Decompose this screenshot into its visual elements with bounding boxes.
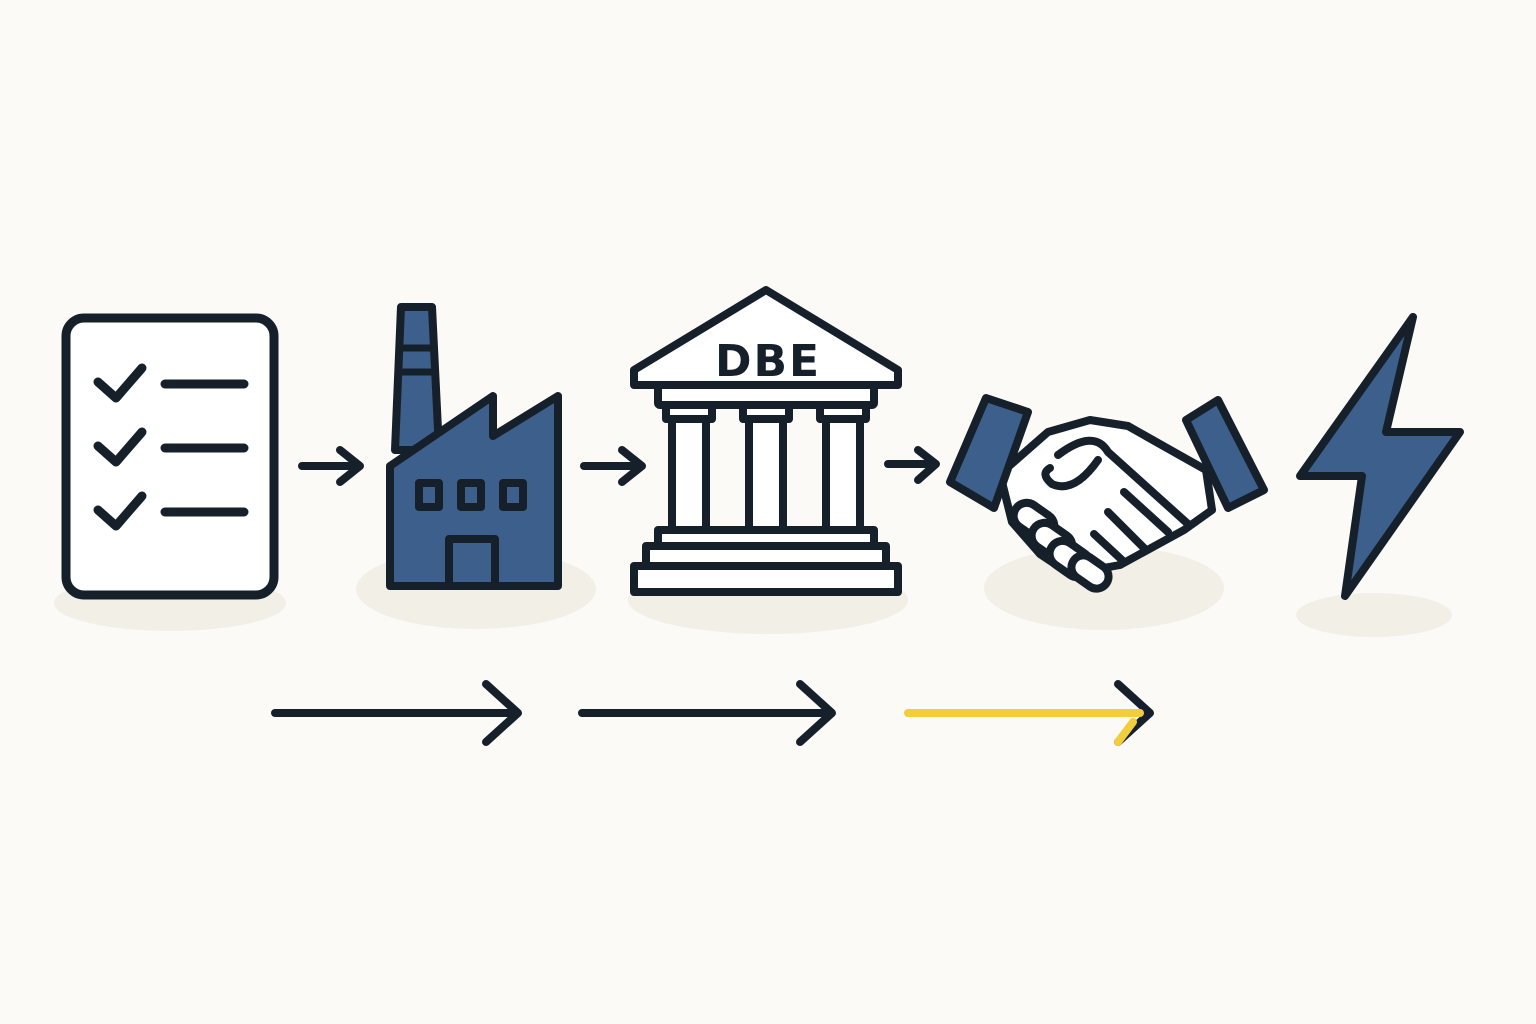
bolt-shadow bbox=[1296, 593, 1452, 637]
small-arrow-2 bbox=[580, 446, 646, 486]
checkmark-icon bbox=[93, 491, 147, 531]
left-cuff bbox=[946, 394, 1032, 512]
handshake-icon bbox=[946, 394, 1268, 593]
small-arrow-3 bbox=[884, 446, 940, 484]
checkmark-icon bbox=[93, 427, 147, 467]
checkmark-icon bbox=[93, 363, 147, 403]
long-arrow-1 bbox=[271, 680, 522, 746]
finger-icon bbox=[1067, 551, 1113, 593]
checklist-icon bbox=[61, 313, 279, 600]
long-arrow-2 bbox=[578, 680, 836, 746]
bank-building-icon bbox=[630, 286, 902, 596]
right-cuff bbox=[1182, 396, 1268, 512]
factory-icon bbox=[386, 303, 562, 590]
long-arrow-3 bbox=[904, 680, 1154, 746]
lightning-bolt-icon bbox=[1296, 313, 1464, 600]
small-arrow-1 bbox=[298, 446, 364, 486]
bank-label: DBE bbox=[715, 336, 821, 387]
